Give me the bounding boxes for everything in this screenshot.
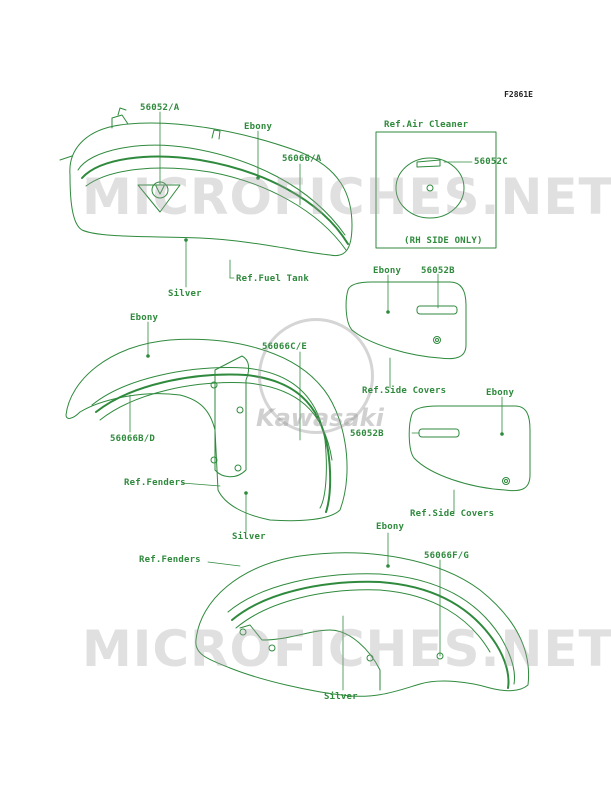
label-56052b-side-cover-2: 56052B bbox=[350, 429, 384, 439]
label-ebony-tank: Ebony bbox=[244, 122, 273, 132]
kawasaki-logo-watermark bbox=[258, 318, 374, 434]
figure-code: F2861E bbox=[504, 90, 533, 99]
label-56052c: 56052C bbox=[474, 157, 508, 167]
side-cover-2-drawing bbox=[408, 405, 531, 492]
label-rh-side-only: (RH SIDE ONLY) bbox=[404, 236, 483, 246]
rear-fender-drawing bbox=[195, 552, 530, 697]
label-56066a: 56066/A bbox=[282, 154, 322, 164]
label-ebony-rear-fender: Ebony bbox=[376, 522, 405, 532]
label-silver-front-fender: Silver bbox=[232, 532, 266, 542]
watermark-site-top: MICROFICHES.NET bbox=[82, 168, 611, 226]
label-ref-fenders-1: Ref.Fenders bbox=[124, 478, 186, 488]
leader-lines bbox=[129, 111, 503, 691]
label-56052a: 56052/A bbox=[140, 103, 180, 113]
watermark-brand: Kawasaki bbox=[256, 404, 384, 432]
label-ebony-front-fender: Ebony bbox=[130, 313, 159, 323]
label-56066b-d: 56066B/D bbox=[110, 434, 155, 444]
label-56066c-e: 56066C/E bbox=[262, 342, 307, 352]
label-ebony-side-cover-2: Ebony bbox=[486, 388, 515, 398]
label-ref-side-covers-1: Ref.Side Covers bbox=[362, 386, 447, 396]
label-silver-tank: Silver bbox=[168, 289, 202, 299]
air-cleaner-frame bbox=[375, 131, 497, 249]
label-ref-air-cleaner: Ref.Air Cleaner bbox=[384, 120, 469, 130]
label-ref-fenders-2: Ref.Fenders bbox=[139, 555, 201, 565]
label-ebony-side-cover-1: Ebony bbox=[373, 266, 402, 276]
label-56066f-g: 56066F/G bbox=[424, 551, 469, 561]
label-56052b-side-cover-1: 56052B bbox=[421, 266, 455, 276]
air-cleaner-drawing bbox=[395, 157, 465, 219]
fuel-tank-drawing bbox=[59, 107, 353, 257]
label-ref-fuel-tank: Ref.Fuel Tank bbox=[236, 274, 310, 284]
label-ref-side-covers-2: Ref.Side Covers bbox=[410, 509, 495, 519]
watermark-site-bottom: MICROFICHES.NET bbox=[82, 620, 611, 678]
label-silver-rear-fender: Silver bbox=[324, 692, 358, 702]
